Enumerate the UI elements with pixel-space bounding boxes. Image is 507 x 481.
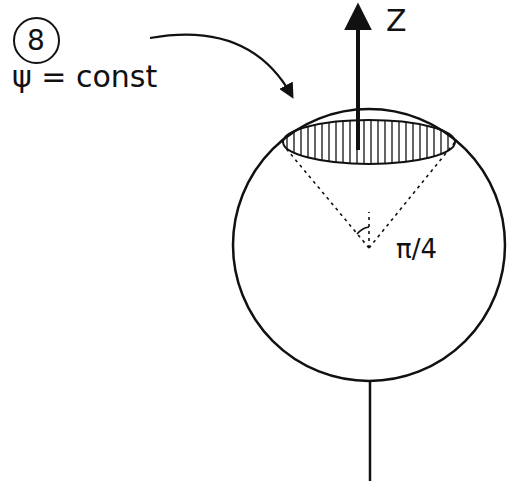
cone-line bbox=[284, 146, 369, 248]
hatch-line bbox=[384, 115, 385, 170]
sphere-outline bbox=[233, 109, 505, 381]
hatch-line bbox=[307, 115, 308, 170]
hatch-line bbox=[433, 115, 434, 170]
hatch-line bbox=[349, 115, 350, 170]
hatch-line bbox=[286, 115, 287, 170]
hatch-line bbox=[363, 115, 364, 170]
angle-label: π/4 bbox=[396, 236, 437, 262]
hatch-line bbox=[405, 115, 406, 170]
hatch-line bbox=[293, 115, 294, 170]
axis-label: Z bbox=[386, 6, 407, 36]
hatch-line bbox=[370, 115, 371, 170]
hatch-line bbox=[335, 115, 336, 170]
hatch-line bbox=[342, 115, 343, 170]
hatch-line bbox=[314, 115, 315, 170]
hatch-line bbox=[391, 115, 392, 170]
hatch-line bbox=[440, 115, 441, 170]
hatch-line bbox=[447, 115, 448, 170]
cap-hatching bbox=[280, 115, 455, 170]
hatch-line bbox=[426, 115, 427, 170]
hatch-line bbox=[419, 115, 420, 170]
callout-circle: 8 bbox=[13, 17, 60, 64]
condition-label: ψ = const bbox=[12, 62, 157, 92]
z-axis bbox=[356, 8, 360, 150]
hatch-line bbox=[377, 115, 378, 170]
hatch-line bbox=[279, 115, 280, 170]
cap-ellipse bbox=[283, 120, 455, 164]
hatch-line bbox=[321, 115, 322, 170]
vertical-dotted bbox=[368, 212, 370, 248]
cone-line bbox=[369, 142, 455, 248]
hatch-line bbox=[412, 115, 413, 170]
angle-arc bbox=[357, 227, 369, 234]
hatch-line bbox=[300, 115, 301, 170]
hatch-line bbox=[328, 115, 329, 170]
pointer-arrow bbox=[150, 35, 292, 96]
support-stick bbox=[369, 381, 372, 481]
hatch-line bbox=[398, 115, 399, 170]
callout-number: 8 bbox=[27, 24, 45, 57]
